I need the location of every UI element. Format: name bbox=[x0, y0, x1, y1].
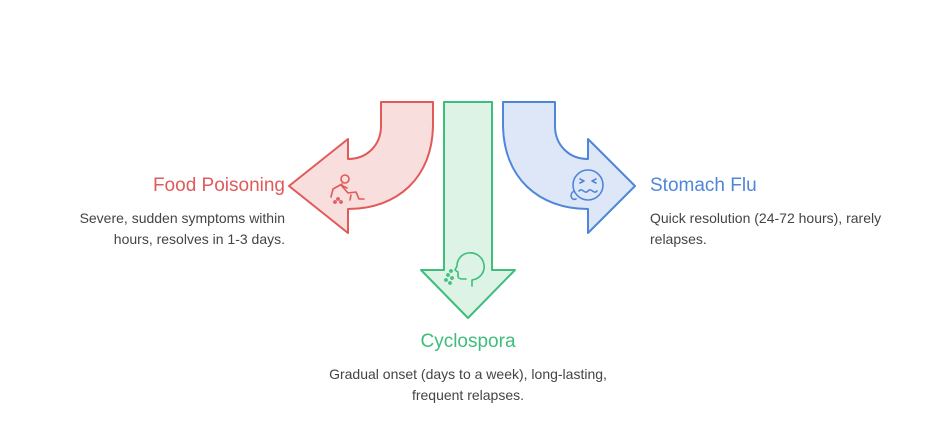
cyclospora-title: Cyclospora bbox=[420, 331, 516, 352]
coughing-head-icon bbox=[444, 252, 485, 287]
food-poisoning-description: Severe, sudden symptoms within hours, re… bbox=[79, 210, 285, 247]
cyclospora-arrow bbox=[420, 101, 516, 319]
cyclospora-description: Gradual onset (days to a week), long-las… bbox=[329, 366, 607, 403]
food-poisoning-arrow bbox=[288, 101, 434, 234]
food-poisoning-title: Food Poisoning bbox=[152, 175, 285, 196]
nauseous-face-icon bbox=[570, 169, 604, 201]
stomach-flu-title: Stomach Flu bbox=[650, 175, 757, 196]
stomach-flu-description: Quick resolution (24-72 hours), rarely r… bbox=[650, 210, 882, 247]
stomach-flu-arrow bbox=[502, 101, 636, 234]
vomiting-person-icon bbox=[330, 174, 365, 204]
